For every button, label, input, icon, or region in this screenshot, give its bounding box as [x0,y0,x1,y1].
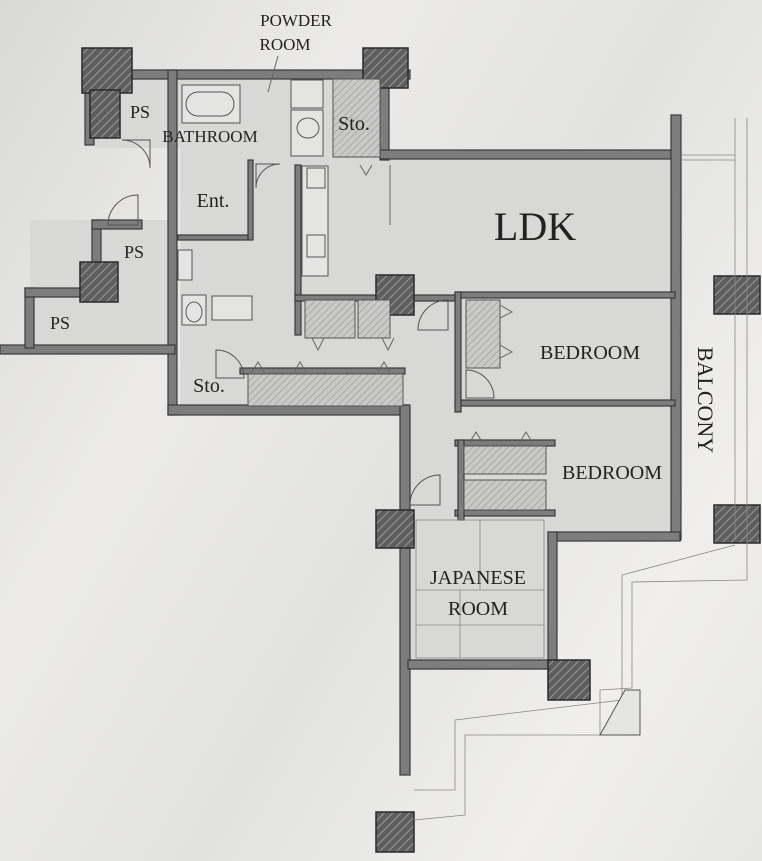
bedroom-label-1: BEDROOM [540,342,640,364]
closet-door-markers [251,164,533,443]
balcony-label: BALCONY [693,347,718,453]
bathroom-label: BATHROOM [162,127,257,146]
ps-label-bottom: PS [50,313,70,333]
ps-label-middle: PS [124,242,144,262]
structural-columns [79,47,761,853]
entrance-label: Ent. [197,190,230,212]
tatami-grid [415,519,545,659]
room-labels: POWDER ROOM PS BATHROOM Sto. Ent. PS PS … [50,11,718,620]
japanese-room-label-line1: JAPANESE [430,567,526,589]
balcony-outline [413,118,748,821]
powder-room-label-line2: ROOM [259,35,310,54]
storage-label-top: Sto. [338,113,370,135]
ps-label-top: PS [130,102,150,122]
ldk-label: LDK [494,204,576,249]
fixtures [177,79,391,326]
japanese-room-label-line2: ROOM [448,598,508,620]
storage-closets [247,78,547,511]
powder-room-label-line1: POWDER [260,11,332,30]
bedroom-label-2: BEDROOM [562,462,662,484]
door-swings [107,139,495,506]
walls [0,69,682,776]
storage-label-bottom: Sto. [193,375,225,397]
